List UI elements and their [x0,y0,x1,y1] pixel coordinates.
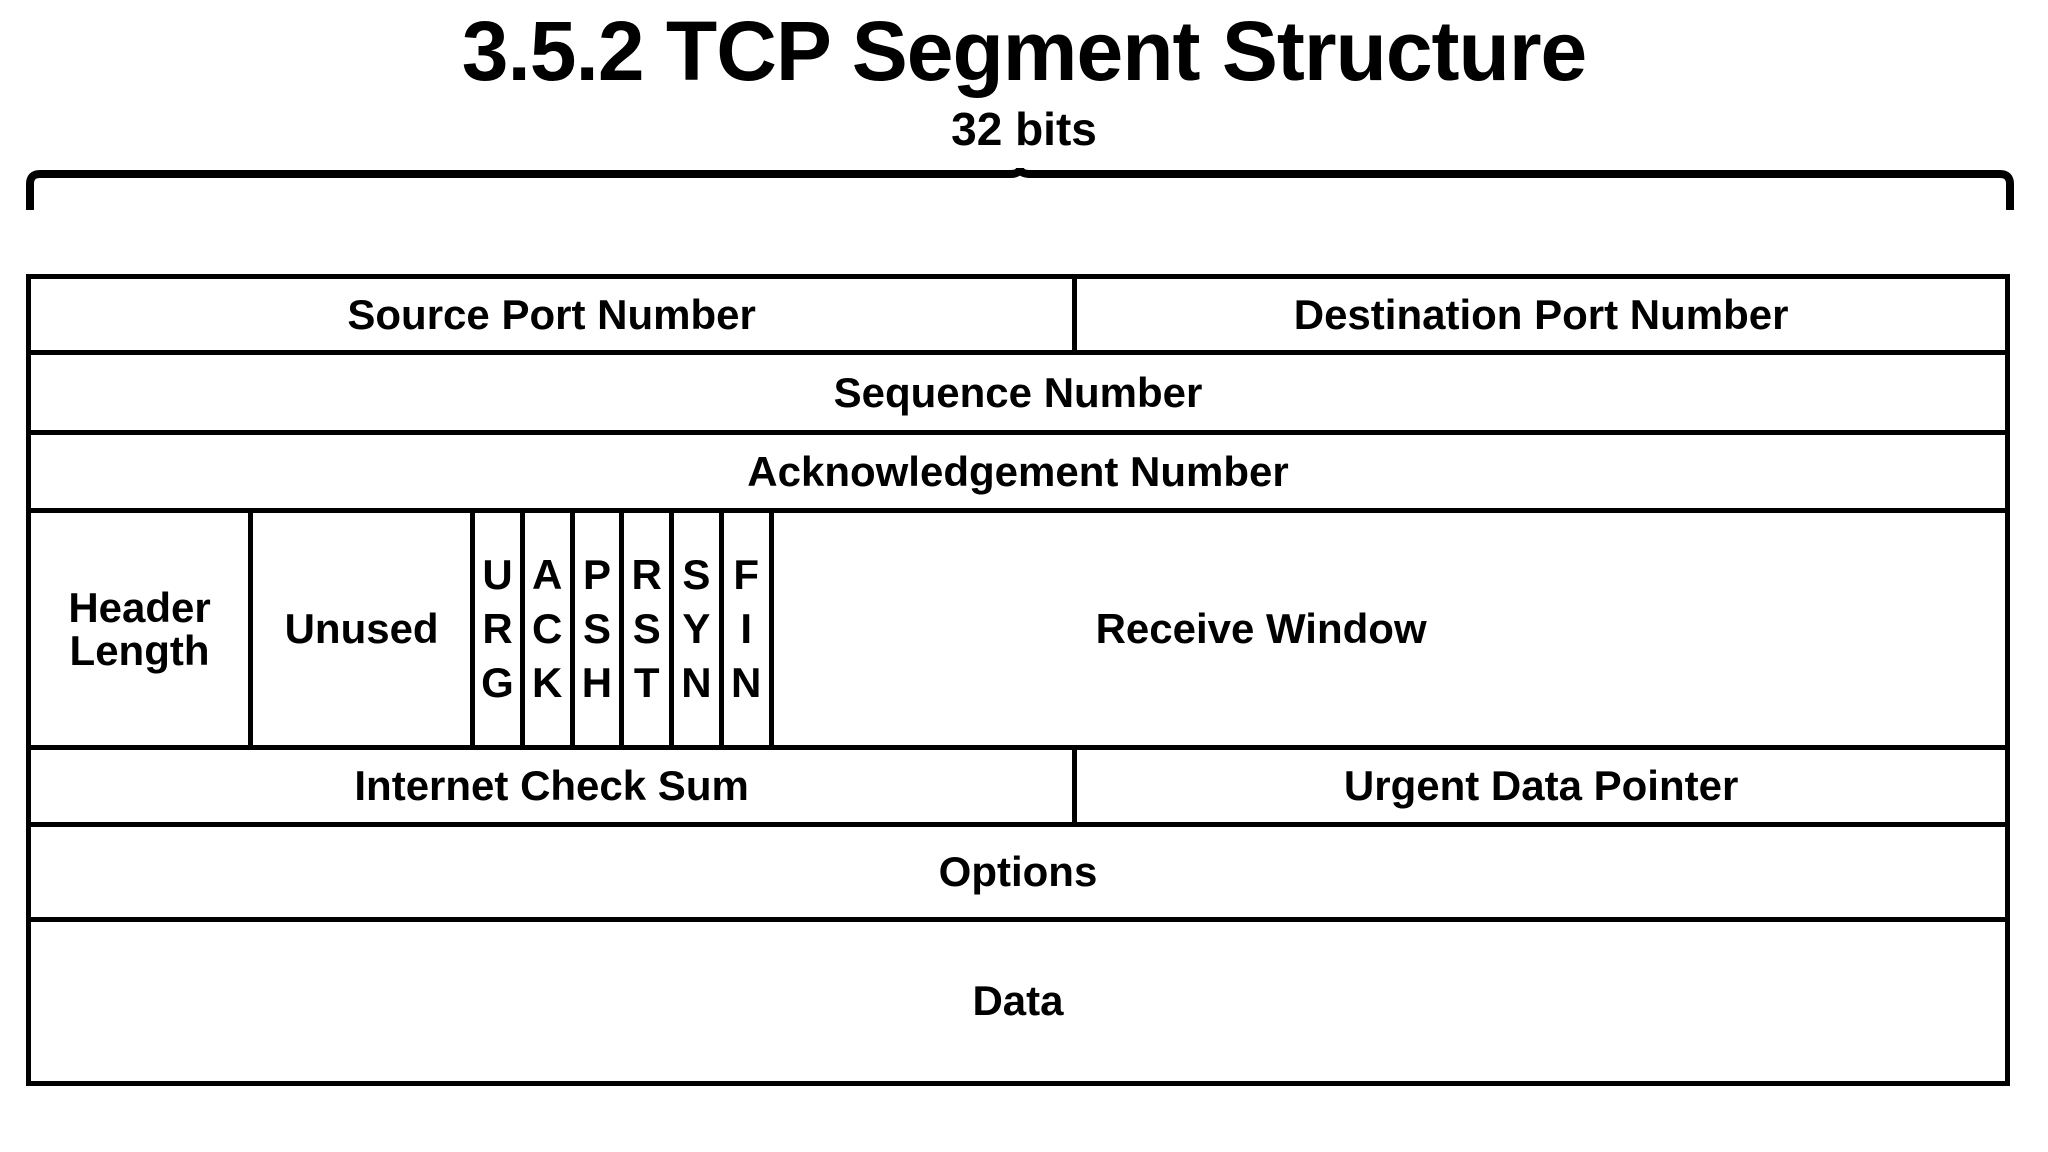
flag-psh: P S H [575,513,625,745]
field-urgent-data-pointer-label: Urgent Data Pointer [1343,762,1739,809]
flag-fin-letter-3: N [730,658,762,706]
flag-rst-letter-2: S [632,605,661,653]
field-sequence-number: Sequence Number [31,355,2005,430]
flags-row: Header Length Unused U R G A C K P S H R… [31,513,2005,750]
field-data: Data [31,922,2005,1080]
flag-rst-letter-1: R [631,551,662,599]
flag-ack: A C K [525,513,575,745]
field-options-label: Options [938,848,1098,895]
width-brace-icon [26,166,2014,212]
field-sequence-number-label: Sequence Number [833,368,1203,416]
ports-row: Source Port Number Destination Port Numb… [31,279,2005,355]
flag-ack-letter-1: A [532,551,563,599]
field-acknowledgement-number: Acknowledgement Number [31,435,2005,508]
field-destination-port: Destination Port Number [1077,279,2005,350]
field-internet-check-sum-label: Internet Check Sum [354,762,749,809]
flag-fin: F I N [724,513,774,745]
field-options: Options [31,827,2005,917]
flag-psh-letter-1: P [582,551,611,599]
brace-svg [26,167,2014,210]
field-destination-port-label: Destination Port Number [1293,290,1789,338]
data-row: Data [31,922,2005,1080]
page-title: 3.5.2 TCP Segment Structure [461,4,1587,98]
flag-syn-letter-1: S [682,551,711,599]
flag-urg: U R G [475,513,525,745]
flag-psh-letter-2: S [582,605,611,653]
flag-rst: R S T [624,513,675,745]
sequence-row: Sequence Number [31,355,2005,435]
field-data-label: Data [972,977,1064,1024]
header-length-line-1: Header [68,583,211,631]
field-unused-label: Unused [284,605,439,652]
field-receive-window-label: Receive Window [1095,605,1427,652]
flag-syn-letter-3: N [681,658,712,706]
header-length-line-2: Length [69,627,210,674]
bit-width-label: 32 bits [951,103,1097,155]
flag-ack-letter-2: C [532,605,563,653]
tcp-segment-diagram: Source Port Number Destination Port Numb… [26,274,2010,1086]
options-row: Options [31,827,2005,922]
flag-urg-letter-3: G [481,658,514,706]
field-receive-window: Receive Window [774,513,1749,745]
flag-urg-letter-1: U [482,551,513,599]
flag-syn: S Y N [674,513,724,745]
flag-syn-letter-2: Y [682,605,711,653]
field-unused: Unused [253,513,476,745]
flag-fin-letter-1: F [733,551,759,599]
field-header-length-text: Header Length [68,583,211,674]
flag-urg-letter-2: R [482,605,513,653]
field-source-port-label: Source Port Number [347,290,756,338]
field-acknowledgement-number-label: Acknowledgement Number [747,447,1289,495]
flag-ack-letter-3: K [532,658,563,706]
flag-fin-letter-2: I [740,605,752,653]
field-internet-check-sum: Internet Check Sum [31,750,1078,822]
acknowledgement-row: Acknowledgement Number [31,435,2005,513]
field-source-port: Source Port Number [31,279,1078,350]
field-urgent-data-pointer: Urgent Data Pointer [1077,750,2005,822]
field-header-length: Header Length [31,513,254,745]
checksum-row: Internet Check Sum Urgent Data Pointer [31,750,2005,827]
flag-rst-letter-3: T [633,658,660,706]
flag-psh-letter-3: H [581,658,613,706]
